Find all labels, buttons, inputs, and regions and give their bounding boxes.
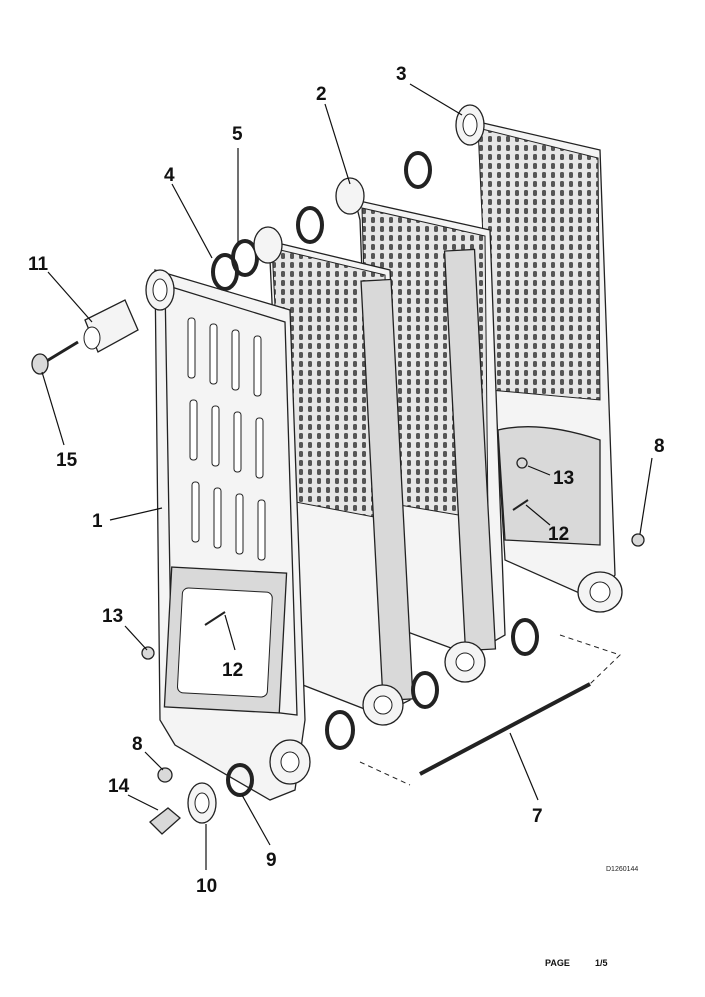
- callout-1: 1: [92, 511, 103, 532]
- callout-8-right: 8: [654, 436, 665, 457]
- callout-8-left: 8: [132, 734, 143, 755]
- callout-12-right: 12: [548, 524, 569, 545]
- callout-2: 2: [316, 84, 327, 105]
- callout-3: 3: [396, 64, 407, 85]
- leader-lines: [41, 83, 653, 870]
- callout-numbers: 11 15 1 4 5 2 3 8 13 12 13 12 8 14 9 10 …: [28, 64, 665, 897]
- rear-section: [455, 104, 623, 613]
- callout-13-right: 13: [553, 468, 574, 489]
- callout-15: 15: [56, 450, 78, 471]
- page-number: 1/5: [595, 958, 608, 968]
- callout-5: 5: [232, 124, 243, 145]
- drawing-reference: D1260144: [606, 866, 639, 873]
- callout-12-left: 12: [222, 660, 243, 681]
- callout-10: 10: [196, 876, 217, 897]
- page-label: PAGE: [545, 958, 570, 968]
- front-plate: [145, 269, 311, 801]
- callout-14: 14: [108, 776, 130, 797]
- seal-rings: [211, 151, 539, 750]
- callout-7: 7: [532, 806, 543, 827]
- callout-4: 4: [164, 165, 175, 186]
- callout-13-left: 13: [102, 606, 123, 627]
- callout-9: 9: [266, 850, 277, 871]
- callout-11: 11: [28, 254, 49, 275]
- small-parts: [31, 299, 645, 835]
